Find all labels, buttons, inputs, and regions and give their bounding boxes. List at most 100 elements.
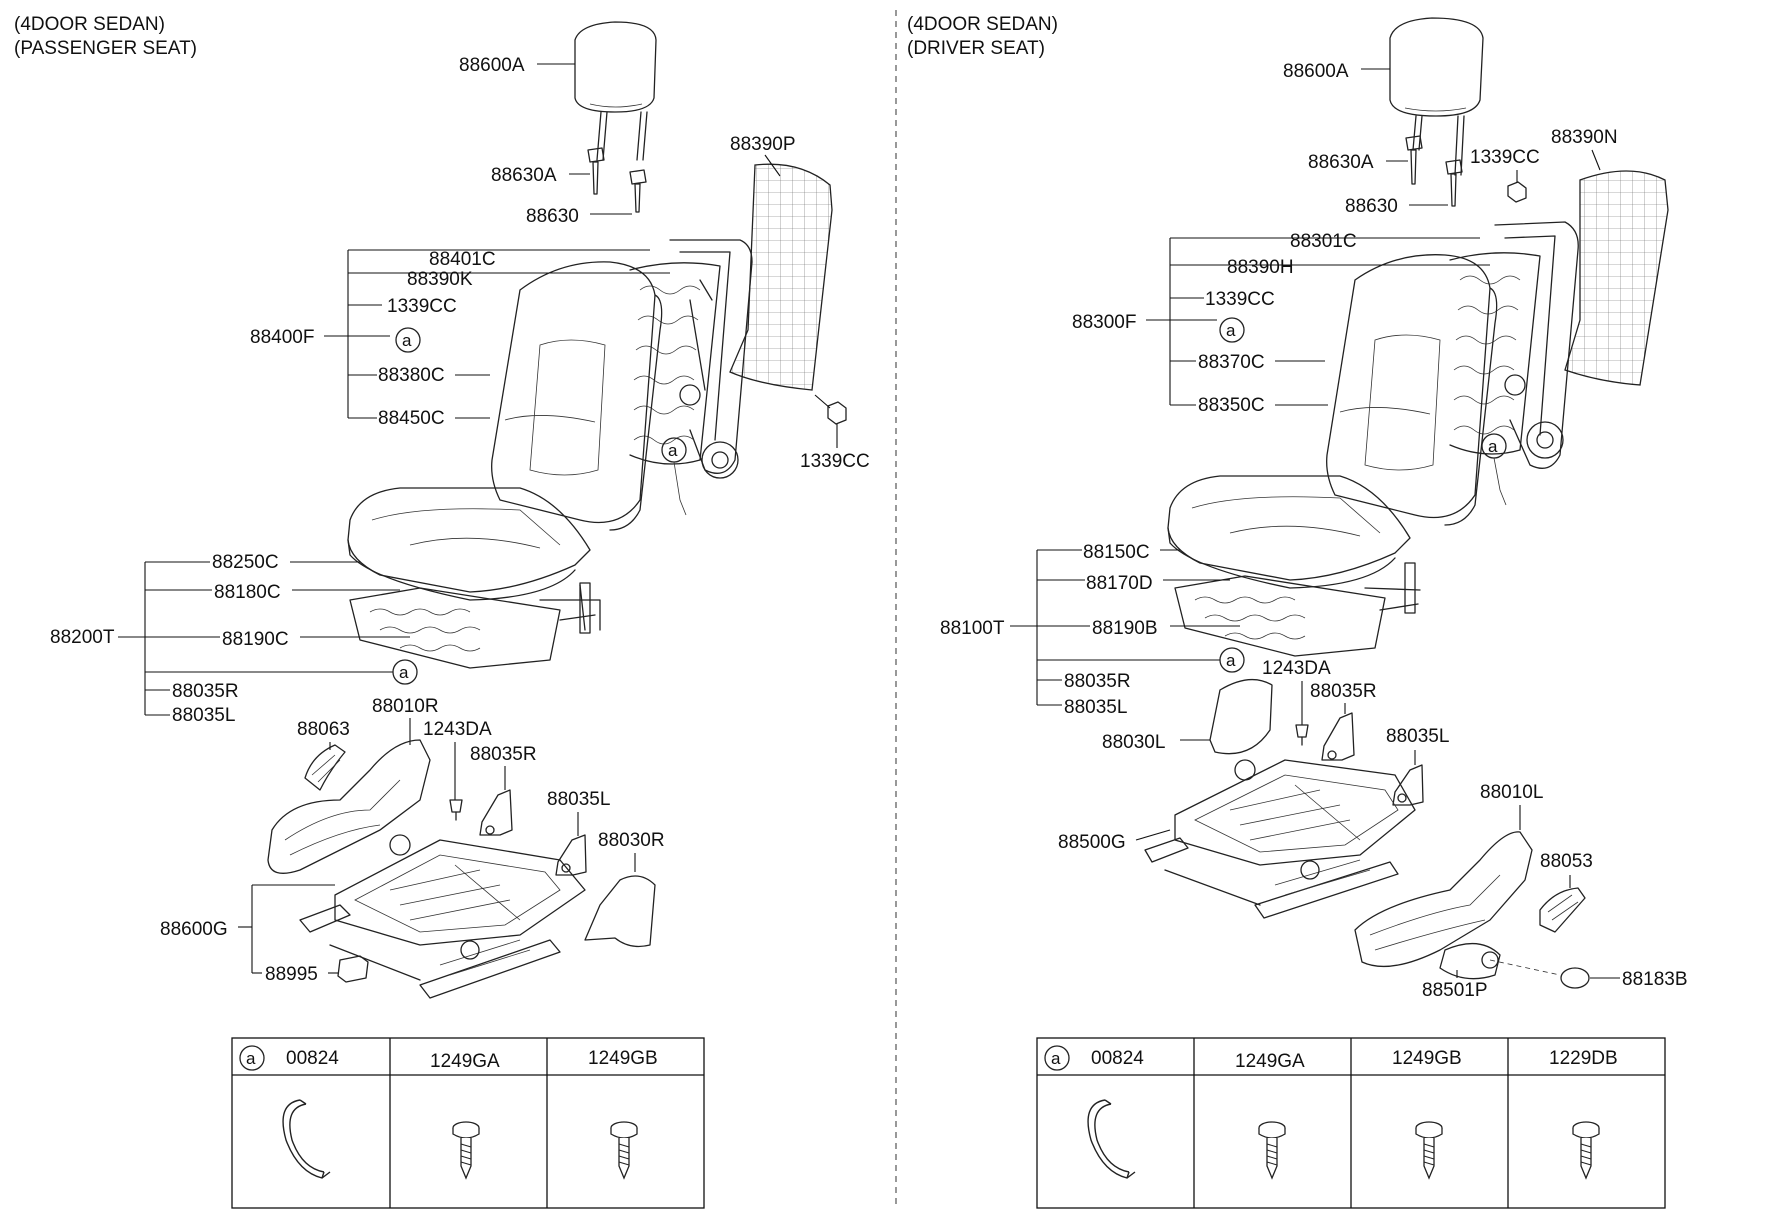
label-88600G: 88600G bbox=[160, 919, 228, 940]
label-88035L-right-b: 88035L bbox=[1386, 726, 1449, 747]
passenger-back-board bbox=[729, 163, 833, 391]
label-88053: 88053 bbox=[1540, 851, 1593, 872]
label-88150C: 88150C bbox=[1083, 542, 1150, 563]
label-88600A-right: 88600A bbox=[1283, 61, 1349, 82]
label-1243DA-left: 1243DA bbox=[423, 719, 492, 740]
callout-a-cushion-left bbox=[392, 659, 418, 685]
table-right-callout-a bbox=[1044, 1045, 1070, 1071]
label-88500G: 88500G bbox=[1058, 832, 1126, 853]
screw-icon bbox=[1258, 1121, 1286, 1179]
driver-hinge-r bbox=[1321, 703, 1355, 761]
passenger-cushion-assy-leaders bbox=[118, 561, 410, 716]
driver-hinge-l bbox=[1392, 750, 1424, 806]
passenger-back-assy-leaders bbox=[324, 249, 670, 419]
passenger-bolt bbox=[449, 742, 463, 821]
callout-a-back-right bbox=[1219, 317, 1245, 343]
label-1339CC-right-mid: 1339CC bbox=[1205, 289, 1275, 310]
table-left: a 00824 1249GA 1249GB bbox=[231, 1037, 705, 1209]
svg-text:a: a bbox=[1226, 321, 1236, 340]
label-88030R: 88030R bbox=[598, 830, 665, 851]
svg-text:a: a bbox=[1488, 437, 1498, 456]
screw-icon bbox=[610, 1121, 638, 1179]
driver-back-frame bbox=[1494, 221, 1579, 469]
label-88450C: 88450C bbox=[378, 408, 445, 429]
label-88350C: 88350C bbox=[1198, 395, 1265, 416]
label-1339CC-left-right: 1339CC bbox=[800, 451, 870, 472]
passenger-side-shield bbox=[267, 739, 431, 874]
passenger-title-line2: (PASSENGER SEAT) bbox=[14, 38, 197, 59]
label-88183B: 88183B bbox=[1622, 969, 1688, 990]
table-left-callout-a bbox=[239, 1045, 265, 1071]
table-left-header-2: 1249GB bbox=[588, 1048, 658, 1069]
svg-text:a: a bbox=[399, 663, 409, 682]
label-88630A: 88630A bbox=[491, 165, 557, 186]
driver-back-board bbox=[1564, 170, 1669, 386]
passenger-module bbox=[328, 955, 369, 983]
driver-nut bbox=[1507, 170, 1527, 203]
passenger-cushion-spring bbox=[349, 582, 601, 669]
table-left-header-1: 1249GA bbox=[430, 1051, 500, 1072]
passenger-seat-section: (4DOOR SEDAN) (PASSENGER SEAT) 88600A 88… bbox=[14, 14, 870, 1209]
label-88035R-left-b: 88035R bbox=[470, 744, 537, 765]
table-right: a 00824 1249GA 1249GB 1229DB bbox=[1036, 1037, 1666, 1209]
label-88035L-right-a: 88035L bbox=[1064, 697, 1127, 718]
driver-bolt bbox=[1295, 681, 1309, 746]
label-88180C: 88180C bbox=[214, 582, 281, 603]
svg-text:a: a bbox=[1226, 651, 1236, 670]
label-88190C: 88190C bbox=[222, 629, 289, 650]
label-1339CC-left-upper: 1339CC bbox=[387, 296, 457, 317]
driver-title-line2: (DRIVER SEAT) bbox=[907, 38, 1045, 59]
passenger-headrest bbox=[574, 21, 657, 161]
callout-a-cushion-right bbox=[1219, 647, 1245, 673]
passenger-nut bbox=[814, 394, 847, 425]
passenger-headrest-guides bbox=[587, 147, 647, 213]
driver-seat-section: (4DOOR SEDAN) (DRIVER SEAT) 88600A 88630… bbox=[907, 14, 1688, 1209]
label-88995: 88995 bbox=[265, 964, 318, 985]
screw-icon bbox=[1415, 1121, 1443, 1179]
callout-a-back-left bbox=[395, 327, 421, 353]
label-1339CC-right-upper: 1339CC bbox=[1470, 147, 1540, 168]
clip-icon bbox=[282, 1099, 331, 1179]
driver-seat-back bbox=[1326, 254, 1498, 526]
label-88300F: 88300F bbox=[1072, 312, 1136, 333]
driver-title-line1: (4DOOR SEDAN) bbox=[907, 14, 1058, 35]
label-88035L-left-b: 88035L bbox=[547, 789, 610, 810]
passenger-cover-r bbox=[584, 853, 656, 948]
label-88200T: 88200T bbox=[50, 627, 115, 648]
table-left-header-0: 00824 bbox=[286, 1048, 339, 1069]
label-88250C: 88250C bbox=[212, 552, 279, 573]
driver-side-shield bbox=[1354, 831, 1533, 980]
label-88400F: 88400F bbox=[250, 327, 314, 348]
driver-headrest-guides bbox=[1405, 135, 1463, 207]
table-right-header-1: 1249GA bbox=[1235, 1051, 1305, 1072]
label-88010L: 88010L bbox=[1480, 782, 1543, 803]
label-88035R-left-a: 88035R bbox=[172, 681, 239, 702]
label-88190B: 88190B bbox=[1092, 618, 1158, 639]
driver-back-spring bbox=[1449, 252, 1541, 455]
label-88100T: 88100T bbox=[940, 618, 1005, 639]
passenger-knob bbox=[304, 742, 346, 791]
svg-text:a: a bbox=[1051, 1049, 1061, 1068]
label-1243DA-right: 1243DA bbox=[1262, 658, 1331, 679]
passenger-hinge-l bbox=[555, 812, 587, 876]
driver-seat-track bbox=[1144, 759, 1416, 919]
label-88301C: 88301C bbox=[1290, 231, 1357, 252]
passenger-back-frame bbox=[669, 239, 753, 479]
label-88035R-right-a: 88035R bbox=[1064, 671, 1131, 692]
screw-icon bbox=[452, 1121, 480, 1179]
driver-cap bbox=[1489, 959, 1620, 989]
driver-knob bbox=[1539, 875, 1586, 933]
svg-text:a: a bbox=[402, 331, 412, 350]
passenger-seat-cushion bbox=[347, 487, 591, 601]
passenger-seat-track bbox=[299, 834, 586, 999]
passenger-hinge-r bbox=[479, 766, 513, 836]
label-88390P: 88390P bbox=[730, 134, 796, 155]
passenger-title-line1: (4DOOR SEDAN) bbox=[14, 14, 165, 35]
label-88630A-right: 88630A bbox=[1308, 152, 1374, 173]
label-88035R-right-b: 88035R bbox=[1310, 681, 1377, 702]
label-88030L: 88030L bbox=[1102, 732, 1165, 753]
table-right-header-0: 00824 bbox=[1091, 1048, 1144, 1069]
label-88401C: 88401C bbox=[429, 249, 496, 270]
label-88390H: 88390H bbox=[1227, 257, 1294, 278]
